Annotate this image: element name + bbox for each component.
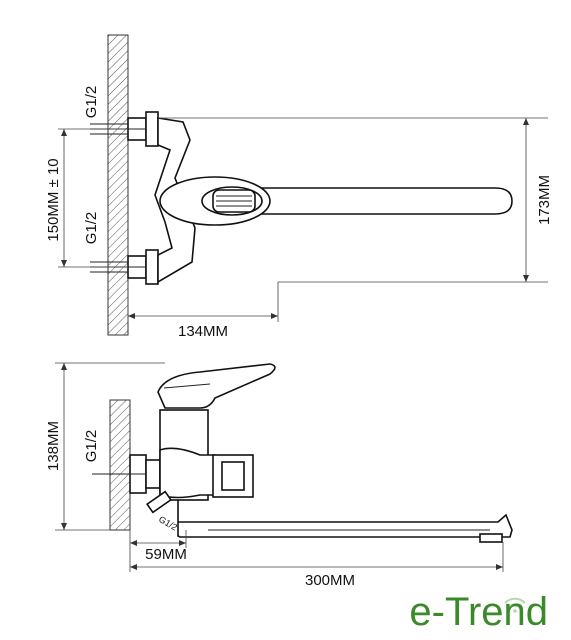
height-top-dimension: 173MM [158,117,553,283]
eccentric-fitting-bottom [90,249,159,285]
thread-label-top: G1/2 [83,86,100,119]
height-side-label: 138MM [45,421,62,471]
thread-label-side: G1/2 [83,430,100,463]
wall-top-view [107,34,129,336]
lever-handle-side [157,363,276,409]
spacing-dimension: 150MM ± 10 [45,128,128,268]
depth-label: 134MM [178,323,228,340]
side-view: G1/2 G1/2 138MM 59MM [45,362,513,589]
spacing-label: 150MM ± 10 [45,158,62,241]
thread-label-bottom: G1/2 [83,212,100,245]
spout-length-label: 300MM [305,572,355,589]
top-view: G1/2 G1/2 150MM ± 10 173MM 134 [45,34,553,340]
wifi-icon [504,597,526,613]
wall-offset-label: 59MM [145,546,187,563]
spout-top [203,187,513,215]
wall-side-view [109,399,131,531]
spout-side [177,500,513,538]
depth-dimension: 134MM [127,282,279,340]
logo-text: e-Trend [409,590,548,634]
height-top-label: 173MM [536,175,553,225]
e-trend-logo: e-Trend [409,590,548,634]
spout-length-dimension: 300MM [129,542,504,589]
thread-label-small: G1/2 [157,514,179,532]
wall-offset-dimension: 59MM [129,530,187,563]
height-side-dimension: 138MM [45,362,165,531]
